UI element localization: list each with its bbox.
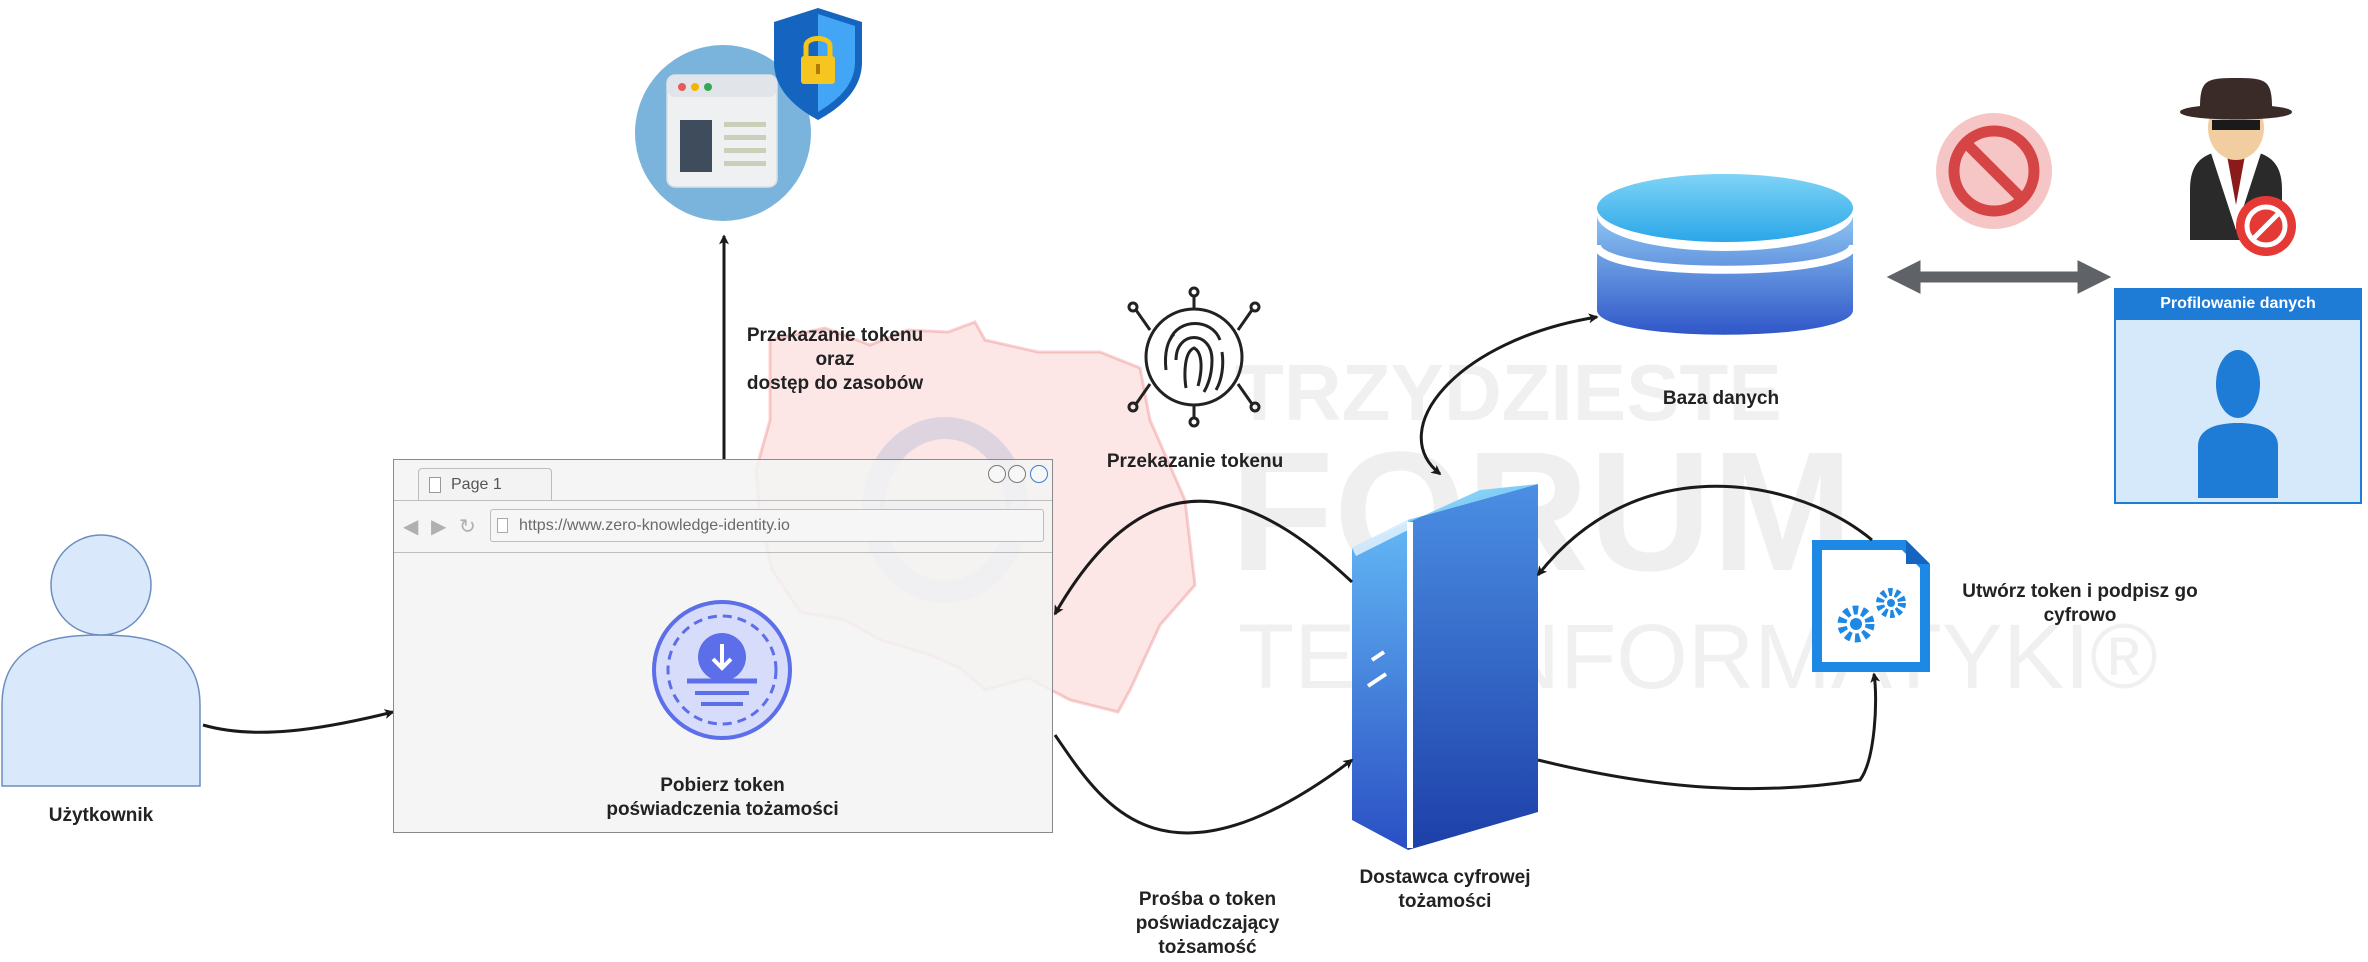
create-sign-token-label: Utwórz token i podpisz go cyfrowo <box>1962 581 2198 626</box>
page-icon <box>429 477 441 493</box>
transfer-token-label: Przekazanie tokenu <box>1106 451 1284 472</box>
browser-window: Page 1 ◀ ▶ ↻ https://www.zero-knowledge-… <box>393 459 1053 833</box>
spy-icon <box>2180 78 2296 256</box>
download-token-label: Pobierz token poświadczenia tożamości <box>606 775 839 820</box>
transfer-access-label: Przekazanie tokenu oraz dostęp do zasobó… <box>746 325 924 394</box>
browser-tab-label: Page 1 <box>451 476 502 493</box>
browser-nav-bar: ◀ ▶ ↻ https://www.zero-knowledge-identit… <box>394 500 1052 553</box>
arrow-settings-to-server <box>1536 484 1873 577</box>
user-label: Użytkownik <box>48 805 154 826</box>
address-bar-url: https://www.zero-knowledge-identity.io <box>519 517 790 534</box>
identity-provider-label: Dostawca cyfrowej tożamości <box>1359 867 1531 912</box>
settings-document-icon <box>1812 540 1930 672</box>
profiling-panel: Profilowanie danych <box>2114 288 2362 504</box>
arrow-server-database-bidirectional <box>1419 313 1599 476</box>
page-icon <box>497 518 508 533</box>
connectors <box>202 234 1881 835</box>
forward-arrow-icon[interactable]: ▶ <box>431 516 447 538</box>
secure-webpage-icon <box>635 45 811 221</box>
address-bar[interactable]: https://www.zero-knowledge-identity.io <box>490 509 1044 542</box>
watermark-line2: FORUM <box>1230 417 1853 607</box>
person-silhouette-icon <box>2198 350 2278 498</box>
browser-tab-bar: Page 1 <box>394 460 1052 501</box>
browser-tab[interactable]: Page 1 <box>418 468 552 500</box>
arrow-server-to-settings <box>1537 672 1881 791</box>
profiling-panel-title: Profilowanie danych <box>2116 290 2360 320</box>
server-icon <box>1352 484 1538 850</box>
certificate-download-icon <box>652 600 792 740</box>
minimize-icon[interactable] <box>988 465 1006 483</box>
maximize-icon[interactable] <box>1008 465 1026 483</box>
request-token-label: Prośba o token poświadczający tożsamość <box>1135 889 1280 958</box>
reload-icon[interactable]: ↻ <box>459 516 476 538</box>
arrow-browser-to-server <box>1053 734 1354 835</box>
blocked-icon <box>1936 113 2052 229</box>
database-icon <box>1593 174 1857 335</box>
database-label: Baza danych <box>1662 388 1780 409</box>
arrow-user-to-browser <box>202 709 395 734</box>
arrow-server-to-browser <box>1053 499 1354 616</box>
back-arrow-icon[interactable]: ◀ <box>403 516 419 538</box>
fingerprint-icon <box>1127 286 1261 428</box>
shield-lock-icon <box>774 8 862 120</box>
user-icon <box>1 534 201 787</box>
close-icon[interactable] <box>1030 465 1048 483</box>
